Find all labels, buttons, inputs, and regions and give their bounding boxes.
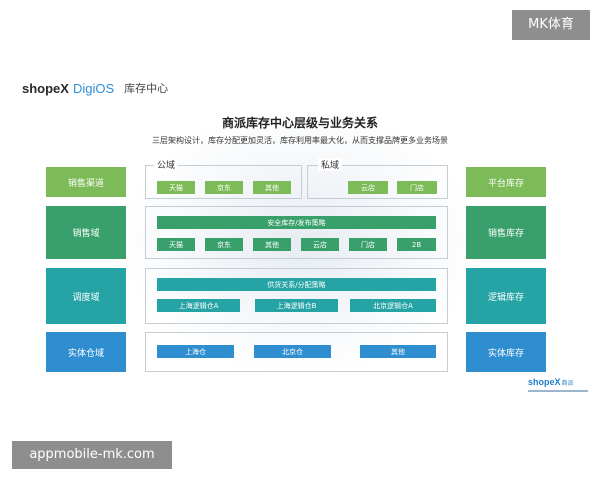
right-label-text: 销售库存: [487, 229, 524, 239]
left-label-text: 销售域: [72, 229, 100, 239]
left-label-dispatch-domain: 调度域: [46, 268, 126, 324]
sales-chip-other: 其他: [253, 238, 291, 251]
right-label-text: 逻辑库存: [487, 292, 524, 303]
footer-logo-text: shopeX: [528, 377, 561, 387]
private-chip-cloud-store: 云店: [348, 181, 388, 194]
dispatch-domain-frame: [145, 268, 448, 324]
right-label-text: 实体库存: [487, 348, 524, 359]
physical-chip-other: 其他: [360, 345, 436, 358]
sales-strategy-bar: 安全库存/发布策略: [157, 216, 436, 229]
public-domain-frame: [145, 165, 302, 199]
sales-chip-cloud-store: 云店: [301, 238, 339, 251]
private-domain-frame: [307, 165, 448, 199]
physical-domain-frame: [145, 332, 448, 372]
sales-domain-frame: [145, 206, 448, 259]
left-label-physical-domain: 实体仓域: [46, 332, 126, 372]
brand-digios: DigiOS: [72, 80, 115, 96]
brand-logo: shopeX DigiOS 库存中心: [22, 79, 168, 97]
brand-shopex: shopeX: [22, 80, 69, 96]
shopex-footer-logo: shopeX商派: [528, 377, 588, 392]
left-label-text: 销售渠道: [67, 178, 104, 189]
right-label-text: 平台库存: [487, 178, 524, 189]
right-label-physical-inventory: 实体库存: [466, 332, 546, 372]
dispatch-chip-shanghai-a: 上海逻辑仓A: [157, 299, 240, 312]
left-label-sales-channel: 销售渠道: [46, 167, 126, 197]
dispatch-strategy-bar: 供货关系/分配策略: [157, 278, 436, 291]
right-label-sales-inventory: 销售库存: [466, 206, 546, 259]
watermark-top: MK体育: [512, 10, 590, 40]
left-label-sales-domain: 销售域: [46, 206, 126, 259]
sales-chip-tmall: 天猫: [157, 238, 195, 251]
footer-logo-cn: 商派: [561, 380, 574, 387]
public-chip-other: 其他: [253, 181, 291, 194]
diagram-subtitle: 三层架构设计，库存分配更加灵活，库存利用率最大化，从而支撑品牌更多业务场景: [152, 136, 448, 145]
private-domain-label: 私域: [318, 158, 343, 171]
public-chip-tmall: 天猫: [157, 181, 195, 194]
private-chip-store: 门店: [397, 181, 437, 194]
dispatch-chip-shanghai-b: 上海逻辑仓B: [255, 299, 338, 312]
footer-logo-tagline-line: [528, 390, 588, 392]
left-label-text: 调度域: [72, 292, 100, 303]
brand-inventory-center: 库存中心: [124, 82, 169, 95]
physical-chip-shanghai: 上海仓: [157, 345, 234, 358]
public-domain-label: 公域: [154, 158, 179, 171]
sales-chip-jd: 京东: [205, 238, 243, 251]
right-label-logical-inventory: 逻辑库存: [466, 268, 546, 324]
sales-chip-store: 门店: [349, 238, 387, 251]
watermark-bottom: appmobile-mk.com: [12, 441, 172, 469]
diagram-title: 商派库存中心层级与业务关系: [221, 116, 378, 130]
dispatch-chip-beijing-a: 北京逻辑仓A: [350, 299, 436, 312]
public-chip-jd: 京东: [205, 181, 243, 194]
left-label-text: 实体仓域: [67, 348, 104, 359]
physical-chip-beijing: 北京仓: [254, 345, 331, 358]
right-label-platform-inventory: 平台库存: [466, 167, 546, 197]
sales-chip-2b: 2B: [397, 238, 436, 251]
architecture-slide: shopeX DigiOS 库存中心 商派库存中心层级与业务关系 三层架构设计，…: [0, 67, 600, 411]
